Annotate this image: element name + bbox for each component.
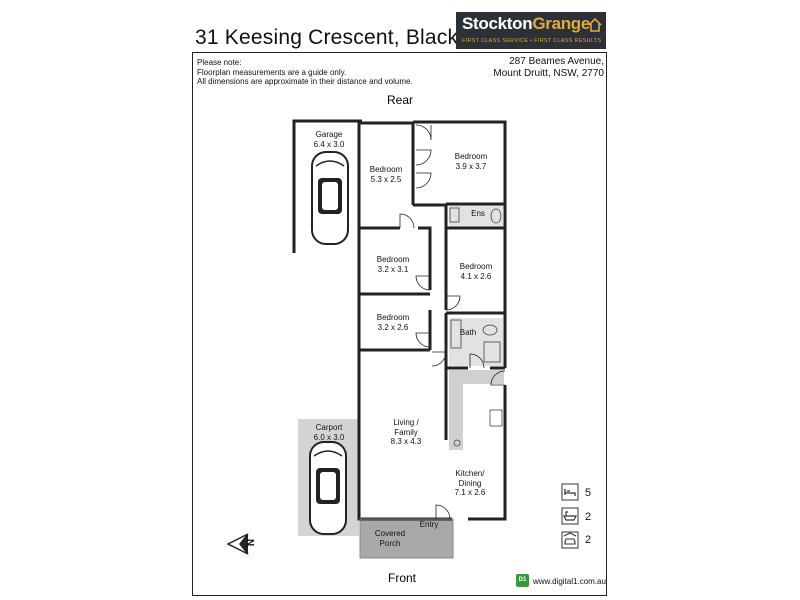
ens-name: Ens [471, 209, 485, 218]
bath-shower-icon [483, 341, 501, 363]
logo-brand-a: Stockton [462, 14, 533, 33]
door-bedroom3 [415, 275, 431, 291]
bedroom2-name: Bedroom [454, 152, 488, 161]
logo-brand-b: Grange [532, 14, 591, 33]
bedroom1-label: Bedroom 5.3 x 2.5 [370, 165, 402, 184]
bath-name: Bath [459, 328, 477, 337]
bedroom-divider-wall [411, 122, 447, 207]
bedroom3-label: Bedroom 3.2 x 3.1 [377, 255, 409, 274]
door-living [431, 351, 447, 367]
front-label: Front [387, 571, 417, 585]
car-space-count: 2 [585, 534, 592, 546]
garage-size: 6.4 x 3.0 [313, 139, 345, 149]
door-kitchen-side [490, 370, 506, 386]
door-bedroom4 [445, 295, 461, 311]
kitchen-label: Kitchen/ Dining 7.1 x 2.6 [455, 469, 486, 498]
bed-icon [561, 483, 579, 501]
carport-car-icon [309, 441, 347, 535]
bedroom5-walls [359, 310, 432, 352]
carport-size: 6.0 x 3.0 [313, 432, 345, 442]
door-bedroom2-c [415, 172, 432, 189]
bath-label: Bath [460, 328, 476, 338]
kitchen-name-1: Kitchen/ [455, 469, 485, 478]
digital1-badge-icon: D1 [516, 574, 529, 587]
bedroom3-name: Bedroom [376, 255, 410, 264]
kitchen-bench [449, 370, 463, 450]
kitchen-size: 7.1 x 2.6 [454, 488, 486, 497]
bedroom5-label: Bedroom 3.2 x 2.6 [377, 313, 409, 332]
bedroom4-size: 4.1 x 2.6 [460, 271, 492, 281]
plan-frame [192, 52, 607, 596]
note-line-3: All dimensions are approximate in their … [197, 77, 413, 86]
ens-label: Ens [471, 209, 485, 219]
north-label: N [246, 538, 258, 547]
corridor-wall [359, 226, 432, 290]
footer-website[interactable]: www.digital1.com.au [533, 577, 606, 586]
door-bedroom1 [399, 213, 415, 229]
bedroom1-name: Bedroom [369, 165, 403, 174]
bedroom5-name: Bedroom [376, 313, 410, 322]
bedroom3-size: 3.2 x 3.1 [377, 264, 409, 274]
carport-label: Carport 6.0 x 3.0 [314, 423, 345, 442]
bedroom1-size: 5.3 x 2.5 [370, 174, 402, 184]
bedroom4-name: Bedroom [459, 262, 493, 271]
door-entry [435, 504, 451, 520]
address-line-1: 287 Beames Avenue, [509, 56, 604, 67]
living-label: Living / Family 8.3 x 4.3 [391, 418, 422, 447]
entry-name: Entry [419, 520, 439, 529]
door-bedroom2-b [415, 149, 432, 166]
car-icon [561, 531, 579, 549]
note-line-2: Floorplan measurements are a guide only. [197, 67, 347, 77]
bathroom-count: 2 [585, 511, 592, 523]
rear-label: Rear [386, 93, 414, 107]
door-bedroom2-a [415, 124, 432, 141]
bath-icon [561, 507, 579, 525]
porch-name-2: Porch [379, 538, 401, 548]
living-name-1: Living / [393, 418, 419, 427]
porch-label: Covered Porch [375, 529, 405, 548]
garage-car-icon [311, 151, 349, 245]
logo-brand: StocktonGrange [462, 14, 590, 34]
property-address-title: 31 Keesing Crescent, Blackett [195, 26, 483, 49]
disclaimer-note: Please note: Floorplan measurements are … [197, 58, 413, 87]
bedroom-count: 5 [585, 487, 592, 499]
porch-area [360, 519, 453, 558]
living-size: 8.3 x 4.3 [390, 437, 422, 446]
bath-tub-icon [450, 319, 462, 349]
entry-label: Entry [420, 520, 439, 530]
porch-outline [359, 518, 454, 559]
garage-walls [292, 119, 362, 253]
ens-basin-icon [449, 207, 460, 223]
north-arrow-icon [226, 533, 249, 555]
living-name-2: Family [394, 427, 418, 437]
bedroom2-size: 3.9 x 3.7 [455, 161, 487, 171]
sink-icon [453, 439, 461, 447]
ens-toilet-icon [490, 208, 502, 224]
bedroom3-walls [357, 228, 430, 350]
door-bedroom5 [415, 332, 431, 348]
bedroom2-label: Bedroom 3.9 x 3.7 [455, 152, 487, 171]
house-logo-icon [588, 18, 602, 32]
bedroom4-label: Bedroom 4.1 x 2.6 [460, 262, 492, 281]
kitchen-bench-top [449, 370, 504, 384]
agency-logo: StocktonGrange FIRST CLASS SERVICE • FIR… [456, 12, 606, 49]
bath-toilet-icon [482, 324, 498, 336]
agency-address: 287 Beames Avenue, Mount Druitt, NSW, 27… [493, 56, 604, 80]
porch-name-1: Covered [374, 529, 406, 538]
door-bath [469, 353, 485, 369]
bedroom5-size: 3.2 x 2.6 [377, 322, 409, 332]
stove-icon [489, 409, 503, 427]
note-line-1: Please note: [197, 58, 242, 67]
logo-tagline: FIRST CLASS SERVICE • FIRST CLASS RESULT… [462, 38, 602, 44]
carport-name: Carport [315, 423, 343, 432]
kitchen-name-2: Dining [458, 478, 482, 488]
garage-name: Garage [315, 130, 343, 139]
rear-wall [359, 120, 507, 228]
garage-label: Garage 6.4 x 3.0 [314, 130, 345, 149]
address-line-2: Mount Druitt, NSW, 2770 [493, 68, 604, 79]
